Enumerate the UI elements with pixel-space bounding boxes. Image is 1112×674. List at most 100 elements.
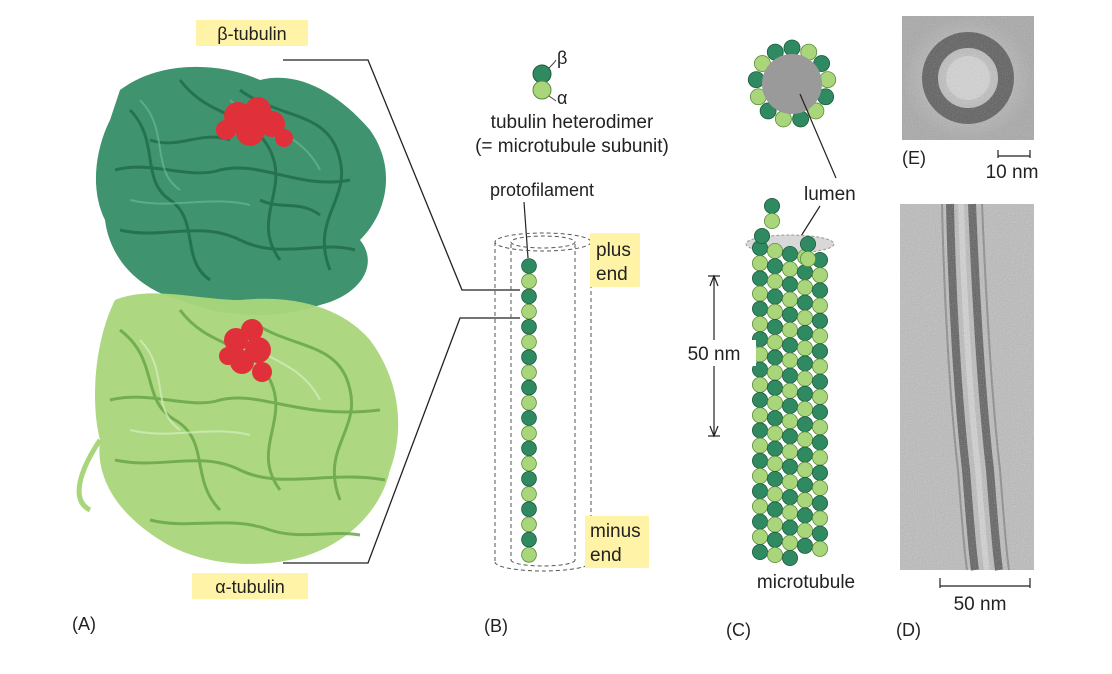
microtubule-subunit xyxy=(752,437,769,454)
microtubule-subunit xyxy=(782,261,799,278)
protofilament-bead xyxy=(521,379,537,396)
microtubule-subunit xyxy=(782,519,799,536)
protofilament-pointer xyxy=(523,201,529,259)
microtubule-subunit xyxy=(767,470,784,487)
microtubule-subunit xyxy=(812,434,829,451)
scale-bar-50nm xyxy=(939,578,1031,588)
microtubule-subunit xyxy=(782,458,799,475)
microtubule-subunit xyxy=(764,212,781,229)
protofilament-bead xyxy=(521,318,537,335)
beta-tubulin-ribbon xyxy=(95,66,387,316)
microtubule-subunit xyxy=(797,400,814,417)
protofilament-bead xyxy=(521,258,537,274)
panel-d-em-longitudinal: 50 nm (D) xyxy=(896,203,1034,640)
microtubule-subunit xyxy=(782,245,799,262)
plus-end-label-bg xyxy=(590,233,640,287)
microtubule-subunit xyxy=(782,321,799,338)
scale-50nm-label: 50 nm xyxy=(954,594,1007,615)
microtubule-subunit xyxy=(797,461,814,478)
microtubule-subunit xyxy=(782,382,799,399)
microtubule-subunit xyxy=(797,279,814,296)
microtubule-subunit xyxy=(812,449,829,466)
protofilament-bead xyxy=(521,410,537,426)
protofilament-bead xyxy=(521,470,537,487)
microtubule-subunit xyxy=(767,440,784,457)
lumen-pointer xyxy=(799,93,837,179)
microtubule-subunit xyxy=(797,385,814,402)
microtubule-subunit xyxy=(752,255,769,272)
microtubule-subunit xyxy=(800,235,817,252)
microtubule-subunit xyxy=(752,315,769,332)
minus-end-label-line1: minus xyxy=(590,521,641,542)
microtubule-subunit xyxy=(812,540,829,557)
lumen-label: lumen xyxy=(804,184,856,205)
microtubule-subunit xyxy=(767,349,784,366)
microtubule-subunit xyxy=(812,267,829,284)
microtubule-subunit xyxy=(797,431,814,448)
microtubule-wall-beads xyxy=(752,197,829,567)
lumen-disc xyxy=(762,54,822,114)
microtubule-subunit xyxy=(767,273,784,290)
microtubule-subunit xyxy=(752,467,769,484)
protofilament-bead xyxy=(521,349,537,366)
scale-bar-10nm xyxy=(997,150,1031,158)
microtubule-subunit xyxy=(782,550,799,567)
scale-10nm-label: 10 nm xyxy=(986,162,1039,183)
microtubule-subunit xyxy=(782,489,799,506)
ring-subunit xyxy=(783,39,801,57)
protofilament-bead xyxy=(521,364,537,381)
alpha-bracket-line xyxy=(283,317,520,564)
alpha-tubulin-label: α-tubulin xyxy=(215,577,284,597)
protofilament-bead xyxy=(521,440,537,457)
microtubule-subunit xyxy=(752,483,769,500)
panel-c-microtubule: lumen 50 nm microtubule (C) xyxy=(676,39,856,640)
beta-symbol: β xyxy=(557,48,567,68)
heterodimer-label-line1: tubulin heterodimer xyxy=(491,112,654,133)
microtubule-subunit xyxy=(752,376,769,393)
microtubule-subunit xyxy=(767,258,784,275)
microtubule-subunit xyxy=(767,242,784,259)
panel-d-label: (D) xyxy=(896,620,921,640)
microtubule-subunit xyxy=(812,343,829,360)
microtubule-subunit xyxy=(767,410,784,427)
protofilament-bead xyxy=(521,334,537,350)
microtubule-subunit xyxy=(767,379,784,396)
microtubule-subunit xyxy=(797,324,814,341)
protofilament-beads xyxy=(521,258,537,563)
microtubule-subunit xyxy=(767,501,784,518)
microtubule-subunit xyxy=(754,227,771,244)
gtp-blob-bottom xyxy=(219,319,272,382)
panel-b-protofilament: β α tubulin heterodimer (= microtubule s… xyxy=(475,48,669,636)
microtubule-subunit xyxy=(752,270,769,287)
plus-end-label-line1: plus xyxy=(596,240,631,261)
microtubule-subunit xyxy=(782,504,799,521)
alpha-tubulin-label-bg xyxy=(192,573,308,599)
microtubule-subunit xyxy=(752,300,769,317)
protofilament-bead xyxy=(521,516,537,533)
microtubule-subunit xyxy=(812,403,829,420)
microtubule-subunit xyxy=(767,425,784,442)
microtubule-subunit xyxy=(767,334,784,351)
microtubule-subunit xyxy=(782,306,799,323)
heterodimer-icon xyxy=(532,59,557,102)
microtubule-subunit xyxy=(812,495,829,512)
microtubule-label: microtubule xyxy=(757,572,855,593)
alpha-tubulin-ribbon xyxy=(76,293,399,564)
microtubule-subunit xyxy=(797,416,814,433)
microtubule-subunit xyxy=(797,309,814,326)
microtubule-subunit xyxy=(812,510,829,527)
panel-a-protein-structure: β-tubulin α-tubulin (A) xyxy=(72,20,520,634)
microtubule-subunit xyxy=(782,276,799,293)
protofilament-bead xyxy=(521,455,537,472)
protofilament-bead xyxy=(521,303,537,320)
microtubule-subunit xyxy=(782,352,799,369)
microtubule-subunit xyxy=(767,531,784,548)
microtubule-subunit xyxy=(812,419,829,436)
protofilament-bead xyxy=(521,425,537,442)
protofilament-bead xyxy=(521,486,537,502)
microtubule-subunit xyxy=(764,197,781,214)
panel-b-label: (B) xyxy=(484,616,508,636)
microtubule-subunit xyxy=(797,522,814,539)
protofilament-label: protofilament xyxy=(490,180,594,200)
protofilament-bead xyxy=(521,546,537,563)
